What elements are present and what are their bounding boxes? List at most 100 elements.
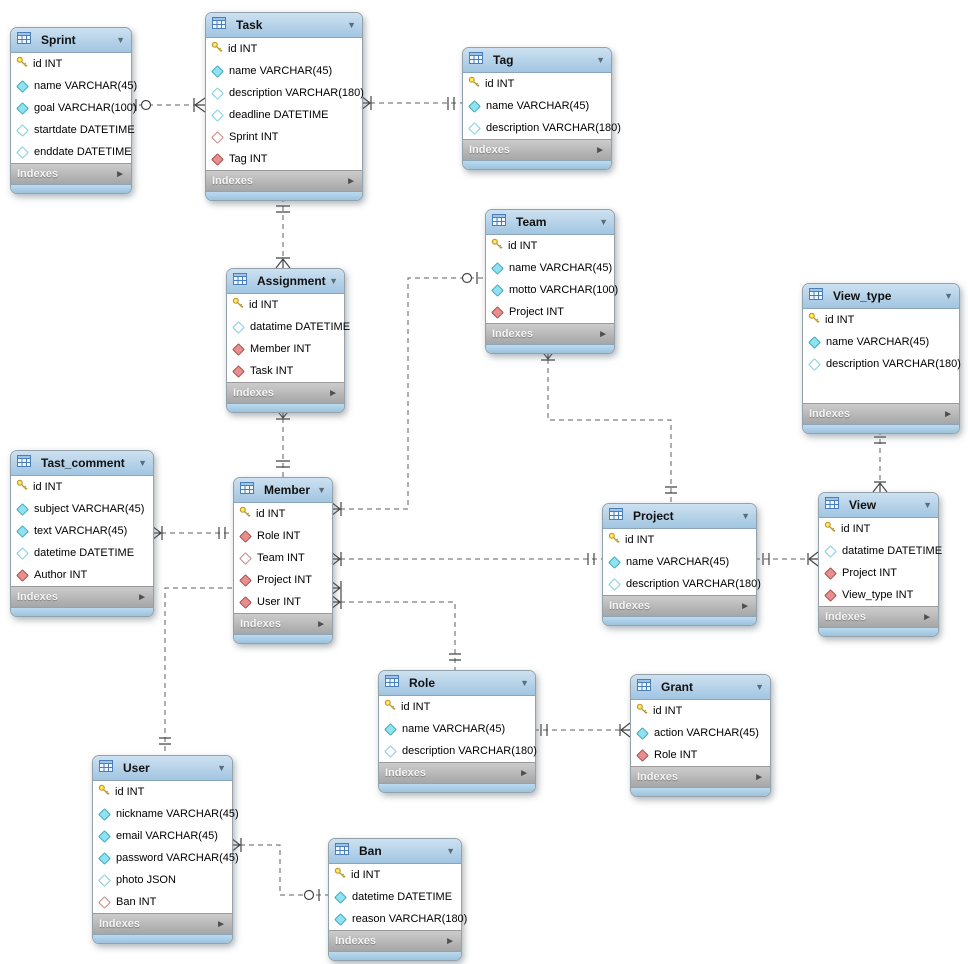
collapse-arrow-icon[interactable]: ▼ bbox=[317, 485, 326, 495]
indexes-row[interactable]: Indexes► bbox=[234, 613, 332, 634]
column-row[interactable]: startdate DATETIME bbox=[11, 119, 135, 141]
table-header[interactable]: Team▼ bbox=[486, 210, 614, 235]
table-header[interactable]: Tag▼ bbox=[463, 48, 611, 73]
column-row[interactable]: Role INT bbox=[631, 744, 770, 766]
expand-arrow-icon[interactable]: ► bbox=[346, 175, 356, 187]
column-row[interactable]: deadline DATETIME bbox=[206, 104, 362, 126]
collapse-arrow-icon[interactable]: ▼ bbox=[329, 276, 338, 286]
column-row[interactable]: id INT bbox=[206, 38, 362, 60]
column-row[interactable]: action VARCHAR(45) bbox=[631, 722, 770, 744]
column-row[interactable]: name VARCHAR(45) bbox=[379, 718, 535, 740]
column-row[interactable]: id INT bbox=[463, 73, 611, 95]
column-row[interactable]: reason VARCHAR(180) bbox=[329, 908, 467, 930]
table-header[interactable]: User▼ bbox=[93, 756, 232, 781]
table-header[interactable]: Role▼ bbox=[379, 671, 535, 696]
indexes-row[interactable]: Indexes► bbox=[11, 163, 131, 184]
expand-arrow-icon[interactable]: ► bbox=[216, 918, 226, 930]
table-header[interactable]: Tast_comment▼ bbox=[11, 451, 153, 476]
column-row[interactable]: Project INT bbox=[234, 569, 332, 591]
column-row[interactable]: id INT bbox=[227, 294, 344, 316]
table-header[interactable]: Task▼ bbox=[206, 13, 362, 38]
collapse-arrow-icon[interactable]: ▼ bbox=[520, 678, 529, 688]
column-row[interactable]: id INT bbox=[379, 696, 535, 718]
column-row[interactable]: name VARCHAR(45) bbox=[603, 551, 756, 573]
collapse-arrow-icon[interactable]: ▼ bbox=[599, 217, 608, 227]
column-row[interactable]: id INT bbox=[234, 503, 332, 525]
column-row[interactable]: description VARCHAR(180) bbox=[603, 573, 761, 595]
table-header[interactable]: Project▼ bbox=[603, 504, 756, 529]
column-row[interactable]: text VARCHAR(45) bbox=[11, 520, 153, 542]
column-row[interactable]: Project INT bbox=[819, 562, 938, 584]
table-header[interactable]: Ban▼ bbox=[329, 839, 461, 864]
column-row[interactable]: datatime DATETIME bbox=[227, 316, 350, 338]
expand-arrow-icon[interactable]: ► bbox=[943, 408, 953, 420]
column-row[interactable]: Tag INT bbox=[206, 148, 362, 170]
table-header[interactable]: View_type▼ bbox=[803, 284, 959, 309]
collapse-arrow-icon[interactable]: ▼ bbox=[217, 763, 226, 773]
indexes-row[interactable]: Indexes► bbox=[379, 762, 535, 783]
column-row[interactable]: name VARCHAR(45) bbox=[803, 331, 959, 353]
indexes-row[interactable]: Indexes► bbox=[819, 606, 938, 627]
indexes-row[interactable]: Indexes► bbox=[11, 586, 153, 607]
expand-arrow-icon[interactable]: ► bbox=[328, 387, 338, 399]
expand-arrow-icon[interactable]: ► bbox=[595, 144, 605, 156]
collapse-arrow-icon[interactable]: ▼ bbox=[347, 20, 356, 30]
collapse-arrow-icon[interactable]: ▼ bbox=[923, 500, 932, 510]
expand-arrow-icon[interactable]: ► bbox=[316, 618, 326, 630]
indexes-row[interactable]: Indexes► bbox=[93, 913, 232, 934]
column-row[interactable]: description VARCHAR(180) bbox=[463, 117, 621, 139]
column-row[interactable]: Team INT bbox=[234, 547, 332, 569]
column-row[interactable]: Author INT bbox=[11, 564, 153, 586]
expand-arrow-icon[interactable]: ► bbox=[598, 328, 608, 340]
table-header[interactable]: View▼ bbox=[819, 493, 938, 518]
collapse-arrow-icon[interactable]: ▼ bbox=[741, 511, 750, 521]
collapse-arrow-icon[interactable]: ▼ bbox=[116, 35, 125, 45]
column-row[interactable]: name VARCHAR(45) bbox=[11, 75, 137, 97]
column-row[interactable]: goal VARCHAR(100) bbox=[11, 97, 137, 119]
column-row[interactable]: id INT bbox=[603, 529, 756, 551]
column-row[interactable]: Sprint INT bbox=[206, 126, 362, 148]
expand-arrow-icon[interactable]: ► bbox=[115, 168, 125, 180]
expand-arrow-icon[interactable]: ► bbox=[740, 600, 750, 612]
column-row[interactable]: photo JSON bbox=[93, 869, 232, 891]
indexes-row[interactable]: Indexes► bbox=[227, 382, 344, 403]
column-row[interactable]: subject VARCHAR(45) bbox=[11, 498, 153, 520]
indexes-row[interactable]: Indexes► bbox=[803, 403, 959, 424]
column-row[interactable]: id INT bbox=[486, 235, 614, 257]
expand-arrow-icon[interactable]: ► bbox=[754, 771, 764, 783]
column-row[interactable]: description VARCHAR(180) bbox=[803, 353, 961, 375]
table-header[interactable]: Member▼ bbox=[234, 478, 332, 503]
column-row[interactable]: id INT bbox=[93, 781, 232, 803]
column-row[interactable]: nickname VARCHAR(45) bbox=[93, 803, 239, 825]
collapse-arrow-icon[interactable]: ▼ bbox=[755, 682, 764, 692]
column-row[interactable]: description VARCHAR(180) bbox=[206, 82, 364, 104]
column-row[interactable]: id INT bbox=[803, 309, 959, 331]
column-row[interactable]: description VARCHAR(180) bbox=[379, 740, 537, 762]
collapse-arrow-icon[interactable]: ▼ bbox=[138, 458, 147, 468]
column-row[interactable]: id INT bbox=[11, 476, 153, 498]
expand-arrow-icon[interactable]: ► bbox=[137, 591, 147, 603]
column-row[interactable]: email VARCHAR(45) bbox=[93, 825, 232, 847]
indexes-row[interactable]: Indexes► bbox=[463, 139, 611, 160]
table-header[interactable]: Grant▼ bbox=[631, 675, 770, 700]
column-row[interactable]: id INT bbox=[329, 864, 461, 886]
column-row[interactable]: User INT bbox=[234, 591, 332, 613]
column-row[interactable]: Ban INT bbox=[93, 891, 232, 913]
column-row[interactable]: Role INT bbox=[234, 525, 332, 547]
column-row[interactable]: Task INT bbox=[227, 360, 344, 382]
column-row[interactable]: motto VARCHAR(100) bbox=[486, 279, 618, 301]
indexes-row[interactable]: Indexes► bbox=[603, 595, 756, 616]
column-row[interactable]: name VARCHAR(45) bbox=[206, 60, 362, 82]
column-row[interactable]: enddate DATETIME bbox=[11, 141, 132, 163]
